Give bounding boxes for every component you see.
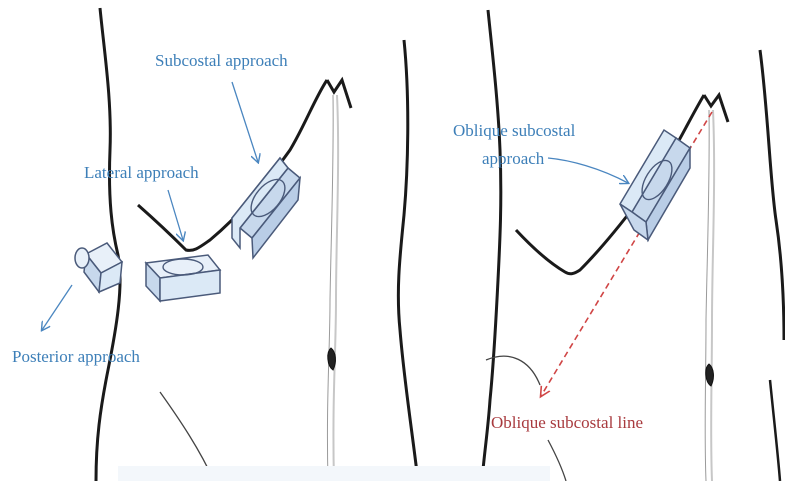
bottom-band: [118, 466, 550, 481]
right-midline: [711, 110, 714, 481]
left-flank-outline: [398, 40, 418, 481]
subcostal-approach-label: Subcostal approach: [155, 51, 288, 70]
subcostal-arrow: [232, 82, 258, 162]
lateral-arrow: [168, 190, 183, 240]
oblique-subcostal-approach-label-line2: approach: [482, 149, 545, 168]
posterior-probe: [75, 243, 122, 292]
left-midline: [333, 95, 338, 481]
right-back-outline: [482, 10, 501, 481]
left-xiphoid: [327, 80, 351, 108]
left-midline-edge: [327, 95, 333, 481]
left-panel: Subcostal approach Lateral approach Post…: [12, 8, 418, 481]
subcostal-probe: [232, 158, 300, 258]
right-panel: Oblique subcostal approach Oblique subco…: [453, 10, 784, 481]
oblique-subcostal-arrow: [548, 158, 628, 183]
posterior-approach-label: Posterior approach: [12, 347, 140, 366]
right-xiphoid: [704, 95, 728, 122]
posterior-arrow: [42, 285, 72, 330]
oblique-subcostal-line-label: Oblique subcostal line: [491, 413, 643, 432]
right-midline-edge: [705, 110, 709, 481]
right-lower-flank: [770, 380, 780, 481]
oblique-subcostal-probe: [620, 130, 690, 240]
right-flank-outline: [760, 50, 784, 340]
oblique-subcostal-approach-label-line1: Oblique subcostal: [453, 121, 576, 140]
lateral-probe: [146, 255, 220, 301]
lateral-approach-label: Lateral approach: [84, 163, 199, 182]
right-lower-line-2: [548, 440, 566, 481]
